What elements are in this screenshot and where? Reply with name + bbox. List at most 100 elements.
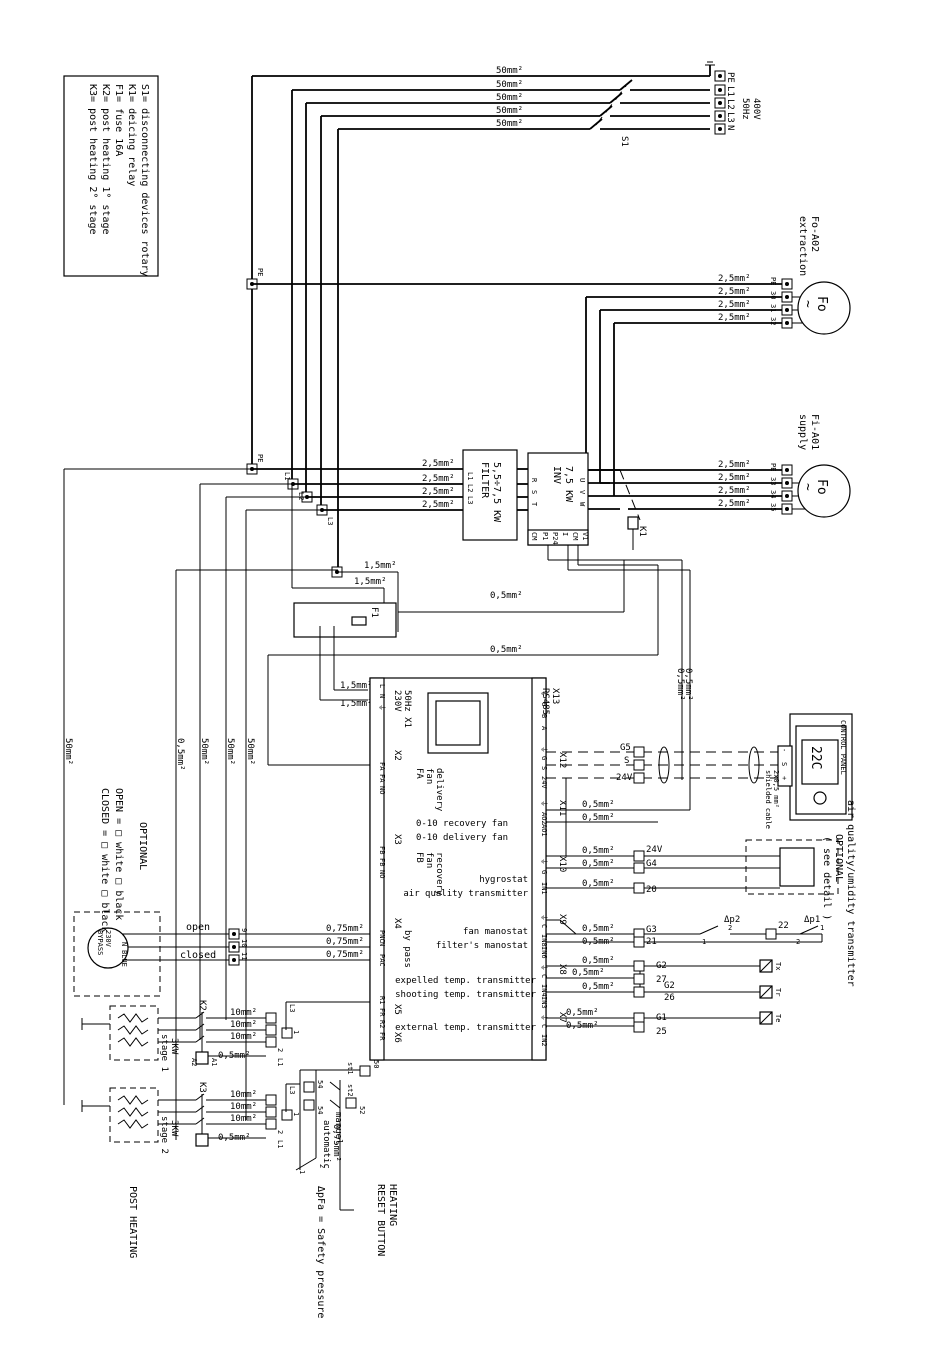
cable-label: 50mm²	[496, 119, 523, 129]
bypass-open-label: open	[186, 922, 210, 933]
heat-term: 2	[276, 1048, 284, 1052]
heat-term: 54	[316, 1106, 324, 1114]
bypass-term: 9	[240, 928, 248, 932]
fuse-cable: 1,5mm²	[354, 577, 387, 587]
x13-term: ⏚	[540, 690, 548, 697]
x13-term: A	[540, 726, 548, 731]
svg-text:~: ~	[800, 300, 815, 308]
extraction-motor: 2,5mm² 2,5mm² 2,5mm² 2,5mm² PE 30 31 32 …	[252, 216, 851, 496]
manostat-pin: 2	[796, 938, 800, 946]
temp-node: G2	[664, 981, 675, 991]
reset-mode: automatic	[321, 1120, 331, 1169]
cable-label: 2,5mm²	[718, 300, 751, 310]
x13-label: RS485	[540, 688, 550, 715]
aq-device	[779, 847, 815, 887]
coil-pin: A2	[190, 1058, 198, 1066]
cable-label: 50mm²	[245, 738, 255, 765]
x5-term: R1	[378, 996, 386, 1004]
inverter-line: INV	[551, 466, 562, 484]
x9-term: IN6	[540, 946, 548, 959]
panel-display	[801, 739, 839, 785]
inverter-line: 7,5 KW	[563, 466, 574, 503]
filter-box	[462, 449, 518, 541]
x8-term: IN3	[540, 996, 548, 1009]
cable-label: 2,5mm²	[718, 287, 751, 297]
x6-term: R2	[378, 1020, 386, 1028]
aq-title: ( see detail )	[821, 836, 832, 920]
inverter-terminal: V	[578, 490, 586, 495]
supply-rating: 400V	[751, 98, 761, 120]
k3-coil	[195, 1133, 209, 1147]
cable-label: 0,5mm²	[582, 846, 615, 856]
filter-line: 5,5÷7,5 KW	[491, 462, 502, 523]
bypass-motor-label: 230V	[104, 930, 112, 948]
inverter-terminal: T	[530, 502, 538, 507]
x1-term: L	[378, 684, 386, 688]
legend-line: K1= deicing relay	[126, 84, 137, 186]
coil-pin: A1	[210, 1058, 218, 1066]
cable-label: 0,5mm²	[582, 956, 615, 966]
fuse-frame	[293, 602, 397, 638]
temp-transmitters: G2 27 G2 26 G1 25 Tx Tr Te 0,5mm² 0,5mm²…	[546, 956, 782, 1037]
inverter-ctrl: CM	[530, 532, 538, 540]
x8-term: ⏚	[540, 964, 548, 971]
supply-terminal-label: L2	[725, 99, 735, 110]
x3-desc: fan	[424, 852, 434, 868]
cable-label: 10mm²	[230, 1102, 257, 1112]
inverter-ctrl: P24	[551, 532, 559, 545]
cable-label: 0,75mm²	[331, 1124, 341, 1162]
bypass-pin: N	[120, 942, 128, 946]
x9-desc: fan manostat	[463, 927, 528, 937]
bypass: open closed 9 10 11 0,75mm² 0,75mm² 0,75…	[73, 911, 370, 997]
cable-label: 2,5mm²	[422, 487, 455, 497]
cable-label: 0,5mm²	[582, 937, 615, 947]
x4-term: N	[378, 942, 386, 946]
stage1-label: stage 1	[159, 1034, 169, 1072]
safety-pin: 1	[298, 1170, 306, 1174]
x13-term: B	[540, 714, 548, 718]
post-heating: stage 1 3KW K2 A1 A2 10mm² 10mm² 10mm² 0…	[81, 1000, 380, 1258]
cable-label: 50mm²	[496, 66, 523, 76]
safety-label: ΔpFa = Safety pressure	[315, 1186, 326, 1318]
terminal-label: 30	[769, 291, 777, 299]
inverter-terminal: S	[530, 490, 538, 494]
aq-node: 24V	[646, 845, 663, 855]
x2-desc: FA	[414, 768, 424, 779]
heat-term: L3	[288, 1004, 296, 1012]
cable-label: 0,75mm²	[326, 924, 364, 934]
x13-label: X13	[550, 688, 560, 704]
cable-label: 0,5mm²	[582, 813, 615, 823]
heat-term: L1	[276, 1058, 284, 1066]
heat-term: 2	[276, 1130, 284, 1134]
bypass-motor-label: BYPASS	[96, 930, 104, 955]
cable-label: 0,5mm²	[572, 968, 605, 978]
safety-pin: 2	[318, 1164, 326, 1168]
manostat-node: 22	[778, 921, 789, 931]
k1-coil	[627, 516, 639, 530]
x12-label: X12	[557, 752, 567, 768]
optional-legend: OPTIONAL OPEN = □ white □ black CLOSED =…	[99, 788, 148, 933]
x10-term: ⏚	[540, 858, 548, 865]
cable-label: 0,5mm²	[582, 879, 615, 889]
panel-term: -	[780, 748, 788, 752]
x11-desc: 0-10 recovery fan	[416, 819, 508, 829]
filter: 2,5mm² 2,5mm² 2,5mm² 2,5mm² FILTER 5,5÷7…	[252, 449, 528, 541]
cable-label: 0,5mm²	[582, 982, 615, 992]
x12-term: ⏚	[540, 746, 548, 753]
x6-label: X6	[392, 1032, 402, 1043]
motor-symbol-text: Fo	[814, 296, 829, 312]
panel-title: CONTROL PANEL	[839, 720, 847, 775]
heat-term: 1	[292, 1112, 300, 1116]
x3-term: NO	[378, 870, 386, 878]
x12-term: G	[540, 756, 548, 760]
cable-label: 0,75mm²	[326, 950, 364, 960]
stage2-label: 3KW	[169, 1120, 179, 1137]
bus-label: L1	[283, 472, 291, 480]
stage1-frame	[109, 1005, 159, 1061]
optional-line: CLOSED = □ white □ black	[99, 788, 110, 933]
x3-desc: FB	[414, 852, 424, 863]
aq-title: OPTIONAL	[833, 834, 844, 882]
cable-label: 2,5mm²	[718, 486, 751, 496]
legend-frame	[63, 75, 159, 277]
aq-node: G4	[646, 859, 657, 869]
